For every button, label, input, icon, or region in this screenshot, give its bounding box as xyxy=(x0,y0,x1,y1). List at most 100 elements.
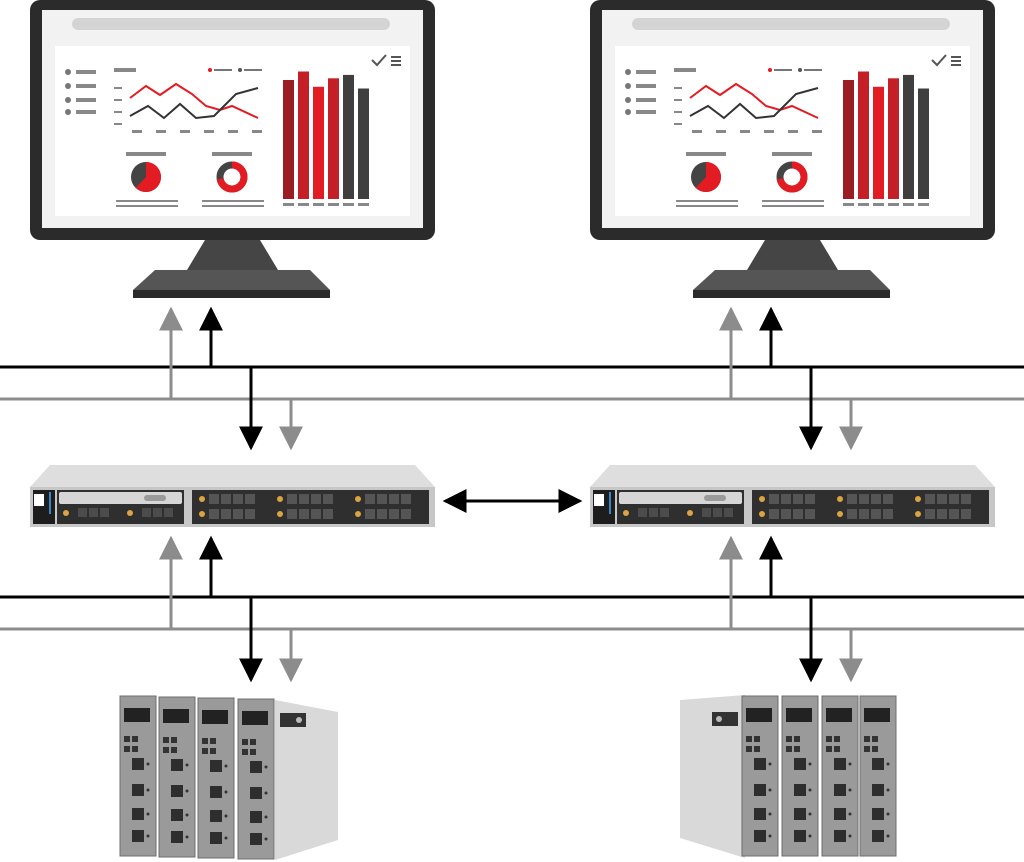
legend-dot-red xyxy=(208,68,212,72)
drive-slot xyxy=(859,509,869,519)
drive-slot xyxy=(793,509,803,519)
connection-arrows xyxy=(159,306,863,683)
dashboard-bar xyxy=(843,80,854,199)
drive-led xyxy=(915,511,921,517)
drive-led xyxy=(915,496,921,502)
drive-slot xyxy=(883,509,893,519)
server-indicator-led xyxy=(687,510,693,516)
module-port xyxy=(872,758,884,770)
dashboard-bar xyxy=(918,88,929,199)
servers xyxy=(30,465,995,527)
dashboard-bar xyxy=(888,78,899,199)
server-top xyxy=(30,465,435,487)
monitor-base-edge xyxy=(693,290,890,298)
dashboard-bar-chart xyxy=(843,71,929,206)
drive-slot xyxy=(961,509,971,519)
drive-slot xyxy=(311,494,321,504)
server-port xyxy=(713,508,722,517)
drive-slot xyxy=(925,494,935,504)
io-module xyxy=(158,696,196,858)
menu-icon xyxy=(391,56,401,66)
drive-slot xyxy=(937,494,947,504)
drive-slot xyxy=(287,509,297,519)
drive-slot xyxy=(859,494,869,504)
dashboard-bar-tick xyxy=(358,203,369,206)
server-port xyxy=(142,508,151,517)
module-port xyxy=(250,761,262,773)
drive-slot xyxy=(365,509,375,519)
dashboard-bar-tick xyxy=(283,203,294,206)
module-port xyxy=(794,784,806,796)
server-port xyxy=(702,508,711,517)
monitor-base xyxy=(133,270,330,290)
drive-slot xyxy=(245,494,255,504)
module-port xyxy=(171,831,183,843)
module-display xyxy=(202,710,228,724)
dashboard-bar xyxy=(298,71,309,199)
dashboard-bar xyxy=(343,74,354,199)
server-port xyxy=(78,508,87,517)
pie-slice-red xyxy=(135,162,161,192)
controller-right xyxy=(680,695,897,858)
drive-slot xyxy=(365,494,375,504)
io-module xyxy=(859,695,897,857)
dashboard-bar xyxy=(328,78,339,199)
drive-slot xyxy=(389,494,399,504)
module-display xyxy=(746,708,772,722)
drive-slot xyxy=(805,494,815,504)
dashboard-bar-tick xyxy=(903,203,914,206)
donut-arc-red xyxy=(216,161,248,193)
module-port xyxy=(210,832,222,844)
drive-led xyxy=(277,511,283,517)
dashboard-bar xyxy=(358,88,369,199)
server-port xyxy=(649,508,658,517)
drive-slot xyxy=(925,509,935,519)
check-icon xyxy=(371,54,387,67)
rack-mount-bracket xyxy=(712,712,738,726)
rack-chassis-side xyxy=(275,700,338,860)
server-handle xyxy=(144,495,166,501)
monitor-base xyxy=(693,270,890,290)
legend-dot-gray xyxy=(238,68,242,72)
server-power-label xyxy=(594,494,604,506)
server-port xyxy=(89,508,98,517)
line-chart-title xyxy=(674,68,696,72)
drive-led xyxy=(837,511,843,517)
drive-slot xyxy=(233,494,243,504)
drive-led xyxy=(277,496,283,502)
dashboard-pie-chart xyxy=(676,152,738,207)
module-display xyxy=(864,708,890,722)
module-port xyxy=(834,784,846,796)
rack-mount-bracket xyxy=(280,713,306,727)
io-module xyxy=(781,695,819,857)
module-port xyxy=(754,808,766,820)
module-display xyxy=(163,709,189,723)
address-bar xyxy=(632,18,950,30)
module-port xyxy=(754,830,766,842)
controller-racks xyxy=(119,695,897,860)
rack-chassis-side xyxy=(680,695,745,858)
drive-slot xyxy=(949,509,959,519)
module-port xyxy=(132,830,144,842)
line-series-red xyxy=(129,82,259,119)
dashboard-bar-tick xyxy=(328,203,339,206)
server-port xyxy=(164,508,173,517)
dashboard-bar xyxy=(873,86,884,199)
drive-slot xyxy=(401,509,411,519)
check-icon xyxy=(931,54,947,67)
module-port xyxy=(794,830,806,842)
drive-slot xyxy=(847,509,857,519)
drive-slot xyxy=(949,494,959,504)
line-chart-title xyxy=(114,68,136,72)
drive-led xyxy=(837,496,843,502)
module-port xyxy=(250,787,262,799)
drive-slot xyxy=(221,509,231,519)
dashboard-bar-tick xyxy=(343,203,354,206)
server-handle xyxy=(704,495,726,501)
drive-slot xyxy=(871,509,881,519)
drive-slot xyxy=(377,494,387,504)
drive-slot xyxy=(377,509,387,519)
line-series-dark xyxy=(129,87,259,120)
server-power-label xyxy=(34,494,44,506)
drive-slot xyxy=(937,509,947,519)
